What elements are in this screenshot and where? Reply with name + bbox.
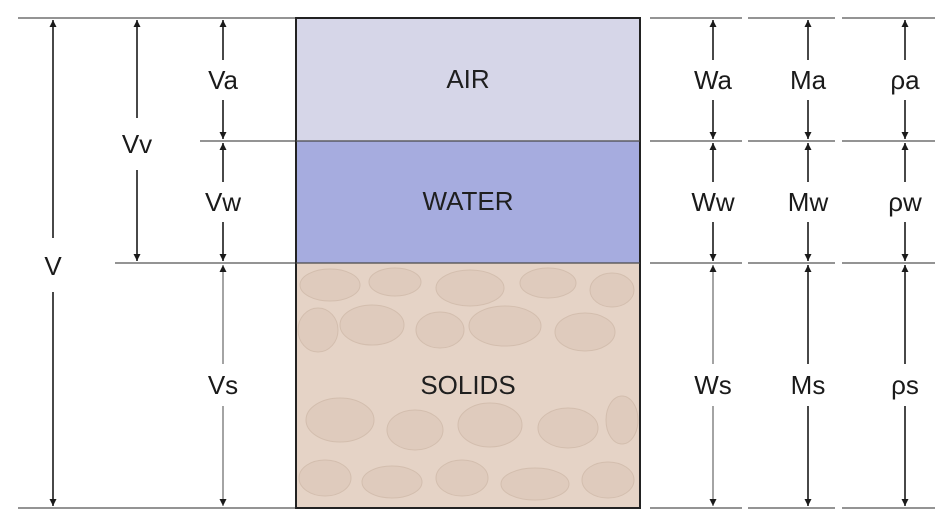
label-ww: Ww	[691, 187, 735, 217]
extension-lines-right	[650, 17, 935, 509]
label-va: Va	[208, 65, 238, 95]
water-phase-block	[296, 141, 640, 263]
phase-label-solids: SOLIDS	[420, 370, 515, 400]
label-ms: Ms	[791, 370, 826, 400]
label-mw: Mw	[788, 187, 829, 217]
label-v-total: V	[44, 251, 62, 281]
label-vs: Vs	[208, 370, 238, 400]
phase-label-air: AIR	[446, 64, 489, 94]
label-vw: Vw	[205, 187, 241, 217]
label-ma: Ma	[790, 65, 827, 95]
label-wa: Wa	[694, 65, 733, 95]
solids-pebble-texture	[297, 267, 639, 501]
label-rho-w: ρw	[888, 187, 922, 217]
label-rho-a: ρa	[890, 65, 920, 95]
label-rho-s: ρs	[891, 370, 919, 400]
air-phase-block	[296, 18, 640, 141]
label-vv: Vv	[122, 129, 152, 159]
phase-label-water: WATER	[423, 186, 514, 216]
label-ws: Ws	[694, 370, 732, 400]
